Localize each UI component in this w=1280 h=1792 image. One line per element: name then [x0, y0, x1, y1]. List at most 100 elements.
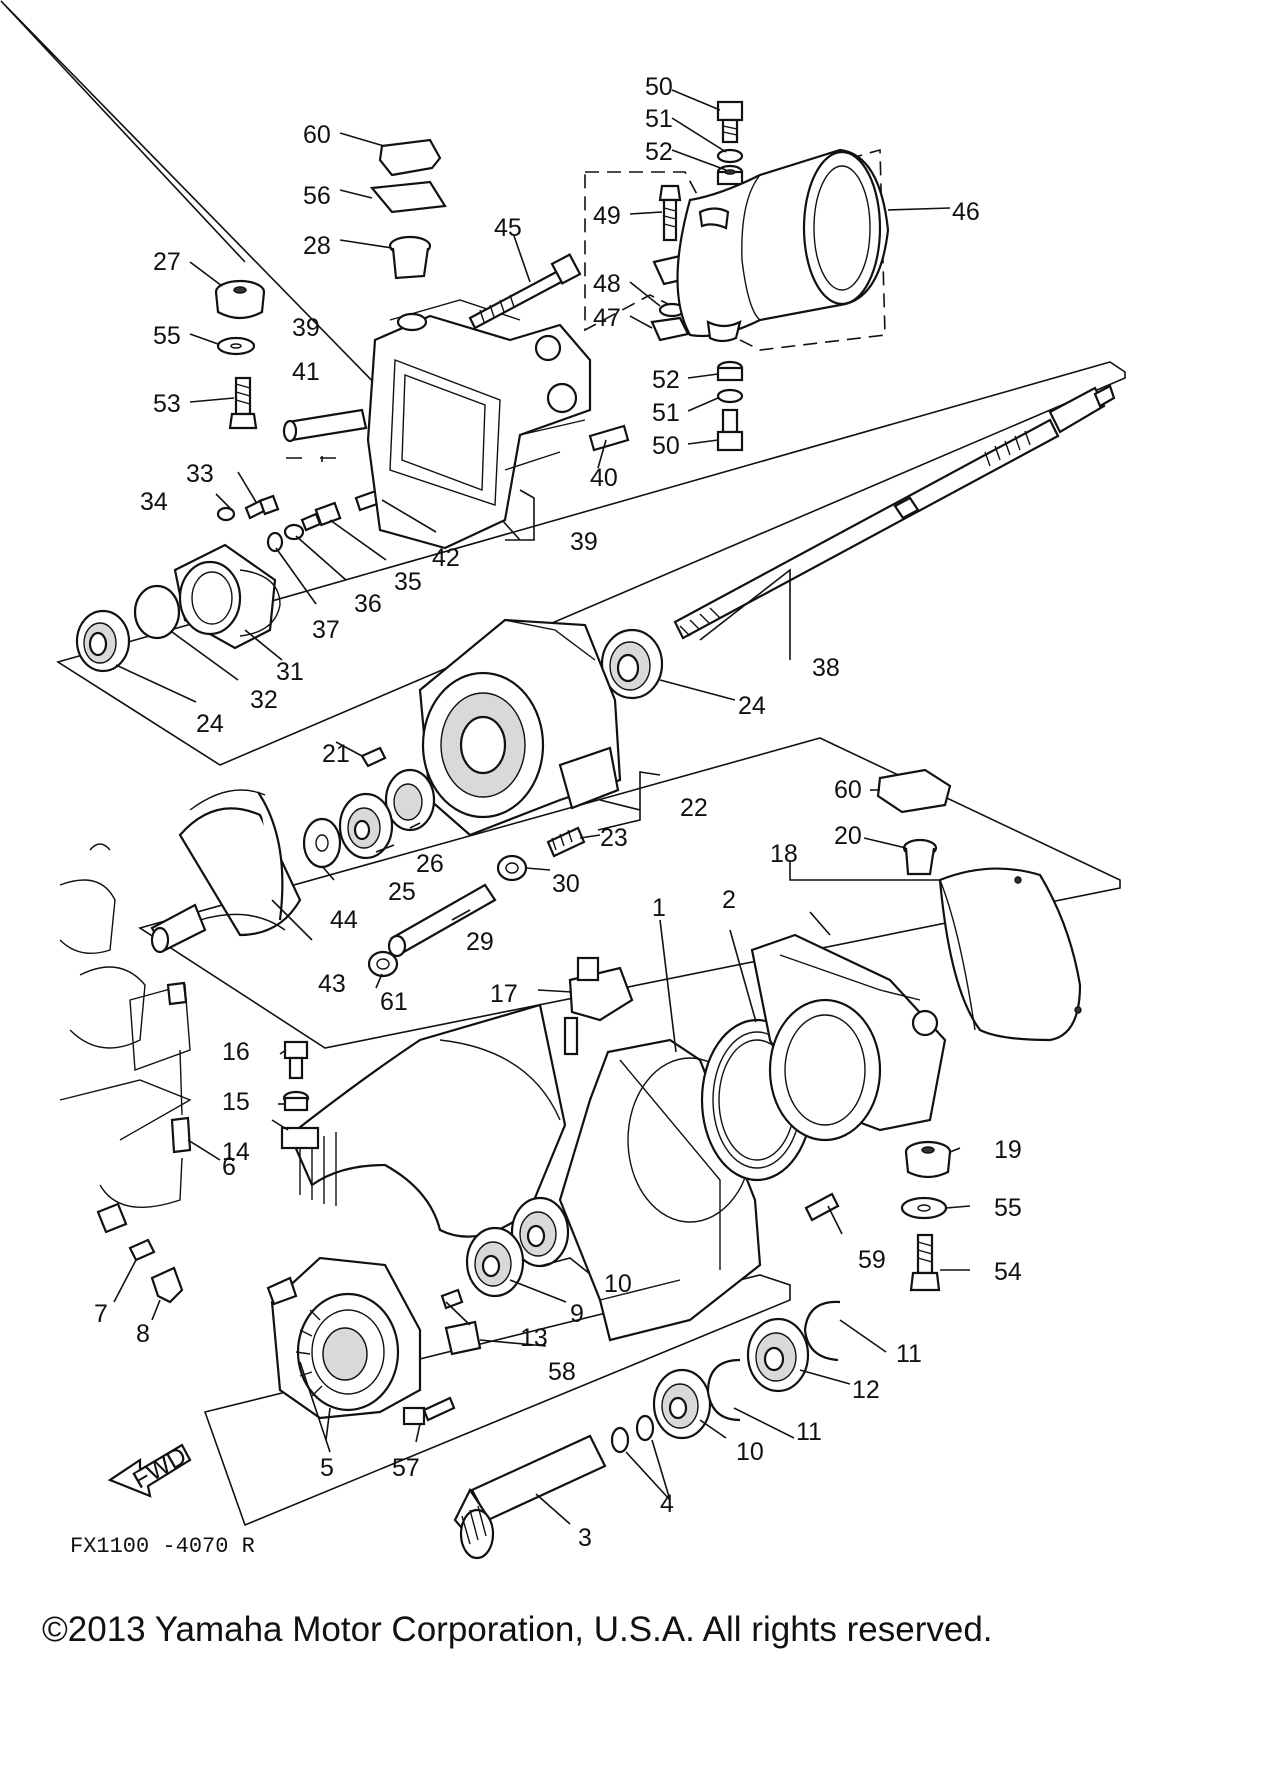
callout-43: 43 [318, 970, 346, 998]
part-57-bolt [402, 1396, 456, 1426]
callout-49: 49 [593, 202, 621, 230]
part-24-bearing-left [75, 609, 131, 673]
part-33-screw [244, 494, 280, 520]
part-51-washer-top [716, 148, 744, 164]
callout-18: 18 [770, 840, 798, 868]
fwd-label: FWD [128, 1442, 191, 1495]
part-34-washer [216, 506, 236, 522]
callout-39-top: 39 [292, 314, 320, 342]
callout-28: 28 [303, 232, 331, 260]
callout-17: 17 [490, 980, 518, 1008]
callout-50-bottom: 50 [652, 432, 680, 460]
callout-5: 5 [320, 1454, 334, 1482]
callout-39-bottom: 39 [570, 528, 598, 556]
part-4-o-ring-b [635, 1414, 655, 1442]
callout-9: 9 [570, 1300, 584, 1328]
part-19-grommet [904, 1140, 952, 1179]
part-50-bolt-bottom [716, 408, 744, 452]
callout-60-lower: 60 [834, 776, 862, 804]
callout-19: 19 [994, 1136, 1022, 1164]
callout-46: 46 [952, 198, 980, 226]
part-11-circlip-lower [706, 1358, 741, 1422]
part-35-fitting [300, 501, 342, 532]
part-18-ring [938, 867, 1082, 1042]
part-22-impeller-housing [418, 618, 622, 837]
callout-14: 14 [222, 1138, 250, 1166]
callout-12: 12 [852, 1376, 880, 1404]
callout-23: 23 [600, 824, 628, 852]
callout-38: 38 [812, 654, 840, 682]
diagram-code: FX1100 -4070 R [70, 1534, 255, 1559]
copyright-notice: ©2013 Yamaha Motor Corporation, U.S.A. A… [42, 1610, 993, 1649]
callout-30: 30 [552, 870, 580, 898]
callout-6: 6 [222, 1153, 236, 1181]
part-46-nozzle-ring [676, 148, 890, 343]
callout-32: 32 [250, 686, 278, 714]
part-45-bolt [468, 253, 582, 330]
part-61-clamp [367, 950, 399, 978]
callout-37: 37 [312, 616, 340, 644]
callout-10-lower: 10 [736, 1438, 764, 1466]
part-58-shim [444, 1320, 482, 1356]
callout-42: 42 [432, 544, 460, 572]
callout-52-bottom: 52 [652, 366, 680, 394]
part-23-pin [546, 826, 586, 858]
part-4-o-ring-a [610, 1426, 630, 1454]
callout-24-right: 24 [738, 692, 766, 720]
callout-35: 35 [394, 568, 422, 596]
part-25-bearing [338, 792, 394, 860]
part-37-washer [266, 531, 284, 553]
callout-7: 7 [94, 1300, 108, 1328]
callout-54: 54 [994, 1258, 1022, 1286]
part-8-fitting [150, 1266, 184, 1304]
part-59-screw [804, 1192, 840, 1222]
part-28-collar [388, 235, 432, 280]
part-7-fitting [128, 1238, 156, 1262]
part-50-bolt-top [716, 100, 744, 144]
callout-2: 2 [722, 886, 736, 914]
part-16-bolt [283, 1040, 309, 1080]
callout-27: 27 [153, 248, 181, 276]
part-12-seal [746, 1317, 810, 1393]
part-60-cap-lower [876, 768, 952, 814]
callout-4: 4 [660, 1490, 674, 1518]
callout-59: 59 [858, 1246, 886, 1274]
part-47-nut [650, 316, 690, 342]
part-27-grommet [214, 279, 266, 320]
callout-45: 45 [494, 214, 522, 242]
callout-58: 58 [548, 1358, 576, 1386]
part-5-cover [266, 1256, 422, 1420]
callout-41: 41 [292, 358, 320, 386]
part-55-washer-lower [900, 1196, 948, 1220]
callout-11-lower: 11 [796, 1418, 822, 1446]
part-31-cap [173, 543, 281, 650]
callout-34: 34 [140, 488, 168, 516]
part-29-tube [387, 883, 497, 958]
callout-1: 1 [652, 894, 666, 922]
callout-15: 15 [222, 1088, 250, 1116]
callout-50-top: 50 [645, 73, 673, 101]
part-20-collar [902, 838, 938, 876]
callout-55-lower: 55 [994, 1194, 1022, 1222]
part-10-bearing-lower [652, 1368, 712, 1440]
part-15-washer [282, 1090, 310, 1112]
callout-61: 61 [380, 988, 408, 1016]
part-24-bearing-right [600, 628, 664, 700]
callout-10-upper: 10 [604, 1270, 632, 1298]
callout-21: 21 [322, 740, 350, 768]
part-39-duct-housing [366, 299, 592, 550]
callout-labels: 50 51 52 60 56 28 27 55 53 45 49 48 47 4… [70, 73, 1022, 1559]
part-26-seal [384, 768, 436, 832]
callout-16: 16 [222, 1038, 250, 1066]
hull-fragment-left [59, 843, 192, 1141]
part-9-bearing [465, 1226, 525, 1298]
callout-29: 29 [466, 928, 494, 956]
part-43-impeller [150, 789, 302, 954]
callout-11-upper: 11 [896, 1340, 922, 1368]
part-17-fitting [563, 956, 634, 1056]
part-52-collar-bottom [716, 360, 744, 382]
part-60-cap-upper [378, 138, 442, 177]
callout-57: 57 [392, 1454, 420, 1482]
shaft-assembly-frame [56, 361, 1126, 766]
clamp-assembly-outline [584, 148, 886, 351]
